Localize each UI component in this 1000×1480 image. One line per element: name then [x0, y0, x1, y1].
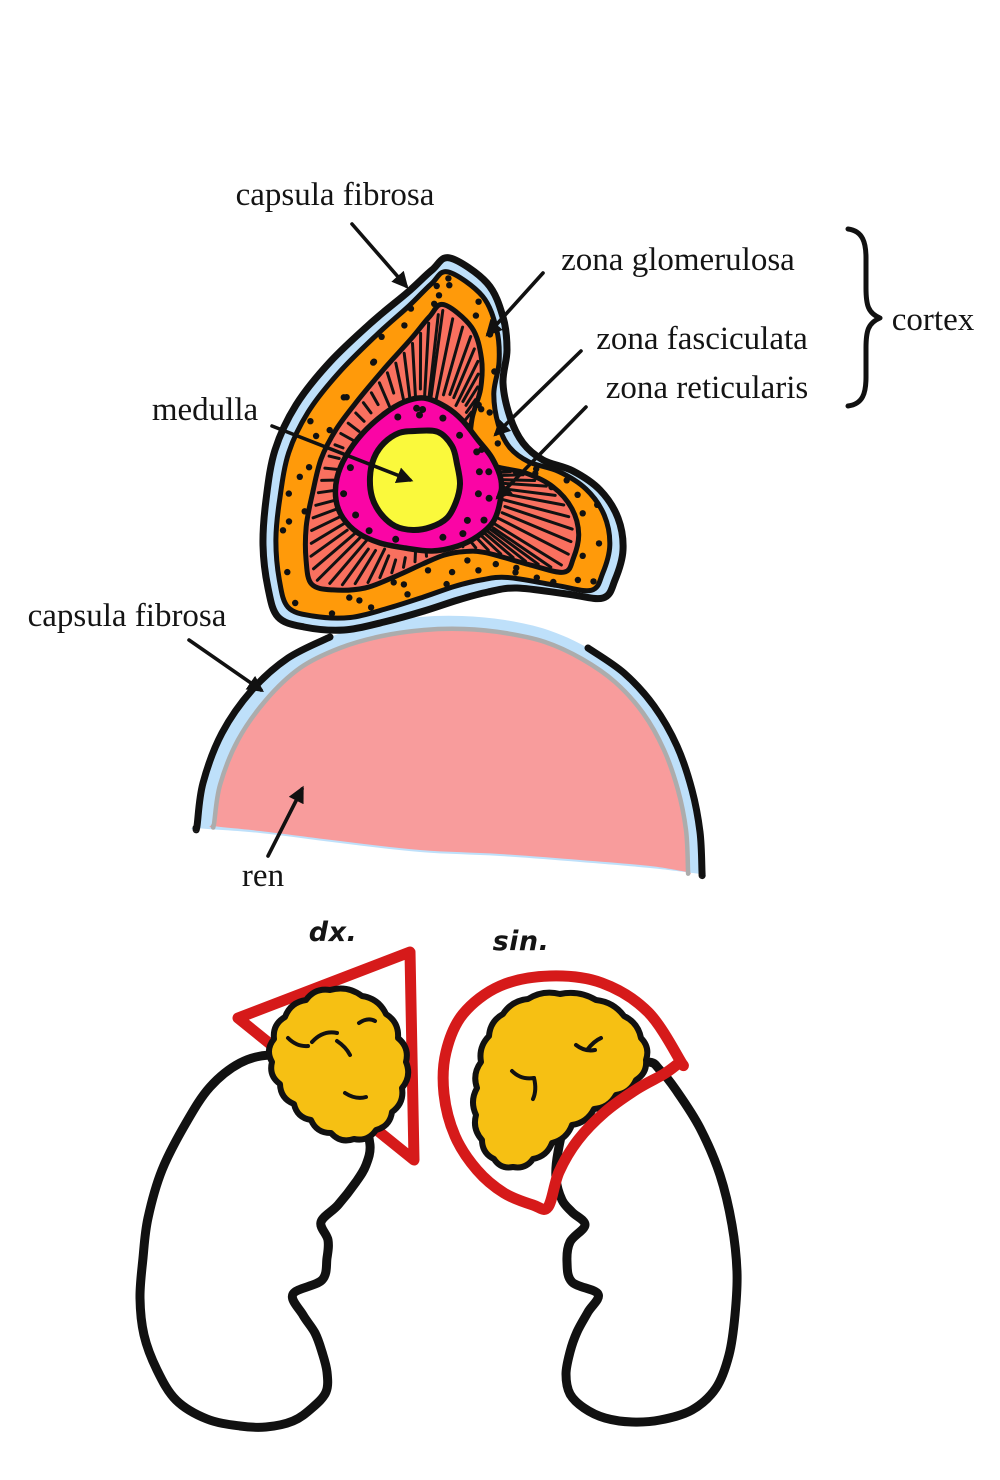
label-capsula-fibrosa-top: capsula fibrosa [235, 177, 435, 213]
arrow-medulla [270, 424, 414, 483]
adrenal-dx-gland [266, 985, 412, 1144]
label-cortex: cortex [891, 302, 975, 338]
adrenal-sin-gland [470, 989, 651, 1171]
label-medulla: medulla [151, 392, 259, 428]
label-zona-reticularis: zona reticularis [605, 370, 809, 406]
ren-outline-left [192, 633, 334, 834]
arrow-zona-glomerulosa [485, 271, 545, 337]
glomerulosa-dots [279, 275, 603, 617]
adrenal-sin-red-outline [437, 970, 689, 1215]
adrenal-dx-creases [286, 1017, 377, 1100]
arrow-capsula-fibrosa-top [350, 222, 409, 289]
adrenal-sin-creases [510, 1036, 603, 1101]
ren-capsule-gray-line [210, 626, 691, 876]
medulla-region [366, 427, 464, 534]
label-dx: dx. [308, 917, 358, 948]
arrow-zona-reticularis [495, 405, 588, 500]
label-capsula-fibrosa-kidney: capsula fibrosa [27, 598, 227, 634]
arrow-zona-fasciculata [493, 349, 583, 437]
kidney-dome [191, 615, 706, 880]
label-zona-fasciculata: zona fasciculata [596, 321, 808, 357]
arrow-capsula-fibrosa-kidney [187, 638, 264, 693]
label-sin: sin. [492, 926, 550, 957]
reticularis-dots [340, 404, 493, 543]
label-zona-glomerulosa: zona glomerulosa [561, 242, 795, 278]
arrow-ren [266, 785, 304, 858]
ren-outline-right [584, 644, 706, 880]
ren-cortex-pink [209, 628, 691, 874]
kidneys-overview [135, 946, 742, 1432]
adrenal-gland-cross-section [259, 254, 627, 634]
cortex-brace [845, 226, 883, 409]
kidney-dx-outline [135, 1050, 375, 1432]
annotations [187, 222, 883, 858]
label-ren: ren [241, 858, 285, 894]
